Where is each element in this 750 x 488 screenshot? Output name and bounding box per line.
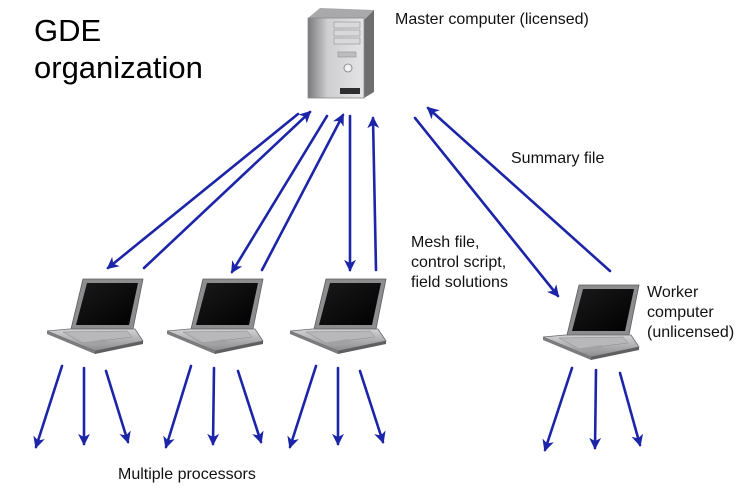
arrow-laptop2-proc2: [207, 366, 220, 446]
worker-label-line-1: Worker: [647, 284, 699, 301]
master-computer-icon: [307, 8, 374, 99]
arrow-laptop2-proc3: [236, 369, 264, 444]
mesh-file-label: Mesh file, control script, field solutio…: [411, 233, 508, 293]
mesh-label-line-3: field solutions: [411, 274, 508, 291]
arrow-worker-proc1: [542, 366, 574, 452]
arrow-laptop3-proc3: [358, 369, 386, 444]
laptop-icon-4: [542, 284, 640, 360]
mesh-label-line-1: Mesh file,: [411, 234, 480, 251]
arrow-laptop3-to-master: [367, 116, 380, 272]
arrow-laptop2-proc1: [163, 364, 193, 449]
worker-computer-label: Worker computer (unlicensed): [647, 283, 734, 343]
worker-label-line-3: (unlicensed): [647, 324, 735, 341]
arrow-laptop1-to-master: [142, 110, 312, 270]
arrow-worker-proc2: [589, 368, 602, 450]
multiple-processors-label: Multiple processors: [118, 466, 256, 483]
arrow-laptop2-to-master: [260, 113, 345, 272]
arrow-laptop1-proc3: [104, 369, 131, 444]
diagram-title: GDE organization: [34, 12, 203, 86]
arrow-laptop1-proc1: [33, 364, 64, 449]
arrow-laptop3-proc1: [287, 364, 318, 449]
data-flow-arrows: [33, 106, 644, 452]
master-computer-label: Master computer (licensed): [395, 11, 589, 28]
arrow-worker-to-master: [426, 106, 612, 273]
laptop-icon-2: [166, 278, 264, 354]
laptop-icon-1: [46, 278, 144, 354]
arrow-master-to-laptop1: [106, 112, 300, 270]
mesh-label-line-2: control script,: [411, 254, 507, 271]
summary-file-label: Summary file: [511, 150, 605, 167]
worker-laptops: [46, 278, 640, 360]
arrow-master-to-worker: [413, 116, 560, 298]
title-line-1: GDE: [34, 13, 102, 48]
title-line-2: organization: [34, 50, 203, 85]
worker-label-line-2: computer: [647, 304, 714, 321]
laptop-icon-3: [289, 278, 387, 354]
arrow-worker-proc3: [618, 371, 644, 447]
arrow-master-to-laptop2: [230, 114, 329, 274]
